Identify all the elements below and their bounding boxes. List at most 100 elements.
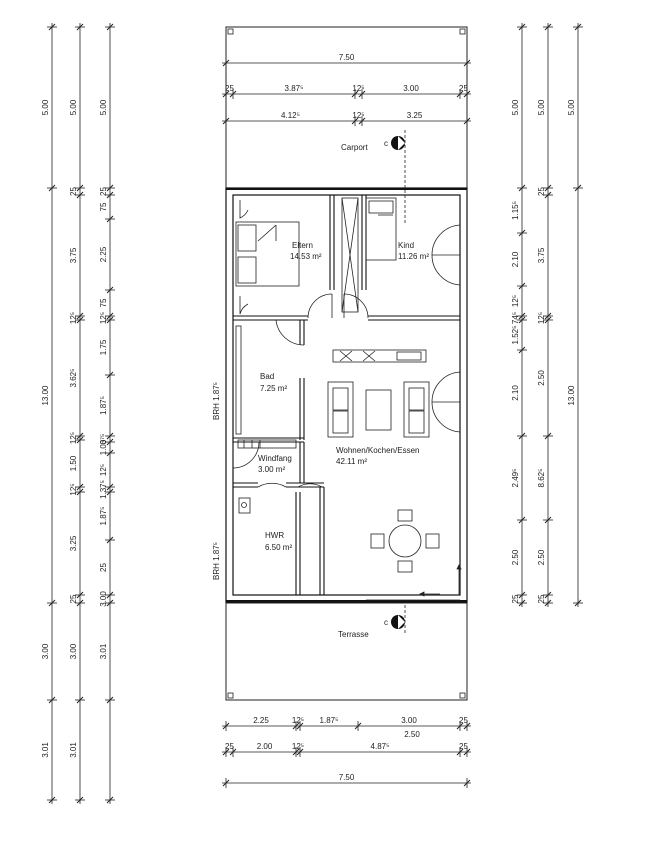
left-dim-col3-label: 75 [99,202,108,211]
bottom-dim-row1-label: 2.25 [253,716,269,725]
right-dim-col1-label: 1.52⁵ [511,326,520,345]
bottom-dim-row1-label: 12⁵ [292,716,304,725]
dining-table [370,509,440,573]
label-bad-area: 7.25 m² [260,384,287,393]
label-carport: Carport [341,143,368,152]
sofa-right [403,381,430,438]
left-dim-col3-label: 1.00 [99,439,108,455]
top-dim-row2-label: 3.87⁵ [285,84,304,93]
left-dim-col2-label: 12⁵ [69,432,78,444]
bottom-dim-row1-label: 1.87⁵ [320,716,339,725]
left-dim-col3-label: 75 [99,298,108,307]
left-dim-col1-label: 3.01 [41,742,50,758]
bottom-dim-total-label: 7.50 [339,773,355,782]
left-dim-col3-label: 3⁷⁵ [99,434,108,445]
top-dim-row3-label: 12⁵ [352,111,364,120]
sink [238,497,251,514]
right-dim-col2-label: 25 [537,594,546,603]
left-dim-col2-label: 3.00 [69,643,78,659]
closet-x [341,197,359,313]
right-dim-col1-label: 5.00 [511,99,520,115]
bottom-dim-sub: 2.50 [404,730,420,739]
left-dim-col3-label: 25 [99,187,108,196]
top-dim-total-label: 7.50 [339,53,355,62]
right-dim-col2-label: 5.00 [537,99,546,115]
label-windfang: Windfang [258,454,292,463]
label-eltern: Eltern [292,241,313,250]
left-dim-col1-label: 5.00 [41,99,50,115]
top-dim-row3-label: 3.25 [407,111,423,120]
doors [232,200,369,488]
bottom-dim-row2-label: 25 [459,742,468,751]
bottom-dim-row2-label: 12⁵ [292,742,304,751]
label-windfang-area: 3.00 m² [258,465,285,474]
left-dim-col1-label: 13.00 [41,385,50,406]
right-dim-col3-label: 13.00 [567,385,576,406]
right-dim-col1-label: 2.10 [511,385,520,401]
left-dim-col2-label: 12⁵ [69,483,78,495]
right-dim-col1-label: 2.50 [511,549,520,565]
right-dim-col1-label: 12⁵ [511,295,520,307]
label-brh-hwr: BRH 1.87⁵ [212,542,221,580]
left-dim-col3-label: 1.75 [99,339,108,355]
double-bed [235,221,300,287]
right-dim-col1-label: 25 [511,594,520,603]
carport-area [225,26,468,189]
label-hwr-area: 6.50 m² [265,543,292,552]
section-marker-top: c [384,130,406,225]
dimension-lines: 7.50 25 3.87⁵ 12⁵ 3.00 25 4.12⁵ 12⁵ 3.25 2.25 12⁵ 1… [41,23,583,804]
left-dim-col2-label: 3.01 [69,742,78,758]
left-dim-col2-label: 3.75 [69,247,78,263]
section-marker-bottom: c [384,605,406,635]
label-wohnen: Wohnen/Kochen/Essen [336,446,419,455]
top-dim-row2-label: 25 [459,84,468,93]
right-dim-col2-label: 8.62⁵ [537,469,546,488]
right-dim-col2-label: 3.75 [537,247,546,263]
sofa-left [327,381,354,438]
left-dim-col3-label: 3.00 [99,591,108,607]
right-dim-col1-label: 74⁵ [511,312,520,324]
bottom-dim-row2-label: 2.00 [257,742,273,751]
left-dim-col2-label: 1.50 [69,455,78,471]
label-terrasse: Terrasse [338,630,369,639]
left-dim-col2-label: 3.25 [69,535,78,551]
label-kind-area: 11.26 m² [398,252,429,261]
left-dim-col1-label: 3.00 [41,643,50,659]
kitchen-counter [332,349,427,363]
right-dim-col2-label: 2.50 [537,370,546,386]
left-dim-col2-label: 25 [69,594,78,603]
label-kind: Kind [398,241,414,250]
label-hwr: HWR [265,531,284,540]
label-bad: Bad [260,372,274,381]
top-dim-row3-label: 4.12⁵ [281,111,300,120]
bath-fixtures [235,325,297,449]
top-dim-row2-label: 25 [225,84,234,93]
bottom-dim-row1-label: 3.00 [401,716,417,725]
terrasse-area [225,602,468,701]
right-dim-col2-label: 25 [537,187,546,196]
left-dim-col3-label: 12⁵ [99,464,108,476]
label-wohnen-area: 42.11 m² [336,457,367,466]
left-dim-col3-label: 1.37⁵ [99,480,108,499]
right-dim-col3-label: 5.00 [567,99,576,115]
left-dim-col3-label: 3.01 [99,643,108,659]
left-dim-col3-label: 12⁵ [99,312,108,324]
sliding-door [366,564,462,601]
right-dim-col2-label: 2.50 [537,549,546,565]
carport-posts [227,28,466,699]
bottom-dim-row2-label: 4.87⁵ [371,742,390,751]
left-dim-col3-label: 1.87⁵ [99,396,108,415]
bottom-dim-row2-label: 25 [225,742,234,751]
left-dim-col2-label: 25 [69,187,78,196]
outer-walls [225,187,468,603]
interior-walls [233,195,460,595]
top-dim-row2-label: 12⁵ [352,84,364,93]
coffee-table [365,389,392,431]
single-bed [365,197,397,261]
left-dim-col3-label: 2.25 [99,246,108,262]
left-dim-col2-label: 12⁵ [69,312,78,324]
left-dim-col2-label: 5.00 [69,99,78,115]
right-dim-col1-label: 1.15⁵ [511,201,520,220]
svg-text:c: c [384,618,388,627]
right-dim-col2-label: 12⁵ [537,312,546,324]
